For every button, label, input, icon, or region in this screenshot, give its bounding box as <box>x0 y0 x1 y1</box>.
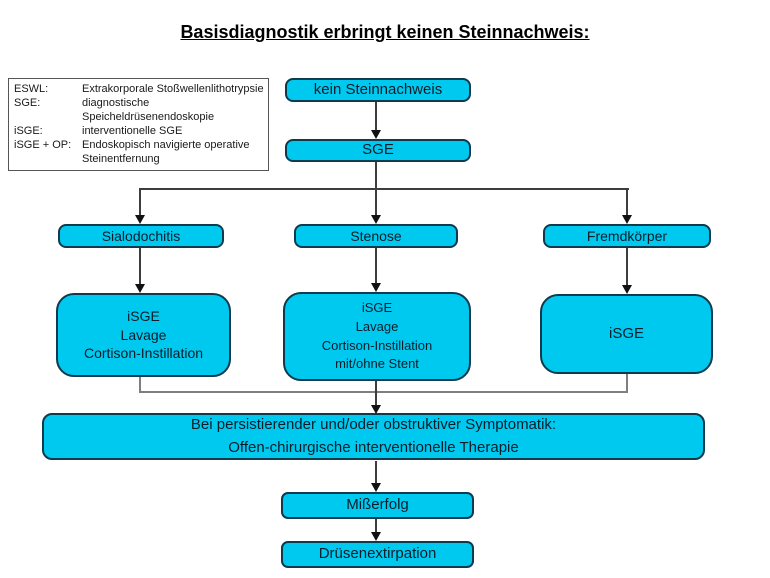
legend-definition: interventionelle SGE <box>82 125 183 138</box>
node-sge: SGE <box>285 139 471 162</box>
arrow-head-kein-to-sge <box>371 130 381 139</box>
legend-box: ESWL: Extrakorporale Stoßwellenlithotryp… <box>8 78 269 172</box>
arrow-line-fremdkoerper-to-isge <box>626 248 628 286</box>
arrow-line-to-symptomatik <box>375 381 377 406</box>
arrow-head-stenose-to-isge <box>371 283 381 292</box>
arrow-line-to-stenose <box>375 188 377 216</box>
node-fremdkoerper: Fremdkörper <box>543 224 711 248</box>
arrow-head-to-misserfolg <box>371 483 381 492</box>
node-misserfolg: Mißerfolg <box>281 492 474 519</box>
page-title: Basisdiagnostik erbringt keinen Steinnac… <box>180 22 590 42</box>
node-isge: iSGE <box>540 294 713 374</box>
legend-term: ESWL: <box>14 83 49 95</box>
arrow-head-sialodochitis-to-isge <box>135 284 145 293</box>
arrow-line-to-misserfolg <box>375 461 377 484</box>
arrow-line-to-sialodochitis <box>139 188 141 216</box>
legend-definition: diagnostische Speicheldrüsenendoskopie <box>82 97 215 124</box>
connector-branch-horizontal <box>139 188 629 190</box>
connector-sge-down <box>375 162 377 189</box>
arrow-head-to-sialodochitis <box>135 215 145 224</box>
node-sialodochitis: Sialodochitis <box>58 224 224 248</box>
arrow-head-to-stenose <box>371 215 381 224</box>
connector-left-converge <box>139 377 141 393</box>
arrow-head-to-symptomatik <box>371 405 381 414</box>
legend-term: SGE: <box>14 97 41 110</box>
arrow-head-to-fremdkoerper <box>622 215 632 224</box>
legend-term: iSGE: <box>14 125 43 138</box>
node-isge-lavage-cortison: iSGE Lavage Cortison-Instillation <box>56 293 231 377</box>
connector-converge-horizontal <box>139 391 628 393</box>
arrow-head-to-druesenextirpation <box>371 532 381 541</box>
arrow-line-sialodochitis-to-isge <box>139 248 141 285</box>
node-isge-lavage-cortison-stent: iSGE Lavage Cortison-Instillation mit/oh… <box>283 292 471 381</box>
legend-definition: Endoskopisch navigierte operative Steine… <box>82 139 250 166</box>
node-stenose: Stenose <box>294 224 458 248</box>
node-symptomatik-therapie: Bei persistierender und/oder obstruktive… <box>42 413 705 460</box>
node-druesenextirpation: Drüsenextirpation <box>281 541 474 568</box>
arrow-line-kein-to-sge <box>375 102 377 131</box>
arrow-line-to-druesenextirpation <box>375 519 377 533</box>
arrow-head-fremdkoerper-to-isge <box>622 285 632 294</box>
legend-term: iSGE + OP: <box>14 139 72 152</box>
arrow-line-to-fremdkoerper <box>626 188 628 216</box>
legend-definition: Extrakorporale Stoßwellenlithotrypsie <box>82 83 264 95</box>
arrow-line-stenose-to-isge <box>375 248 377 284</box>
node-kein-steinnachweis: kein Steinnachweis <box>285 78 471 102</box>
connector-right-converge <box>626 374 628 393</box>
